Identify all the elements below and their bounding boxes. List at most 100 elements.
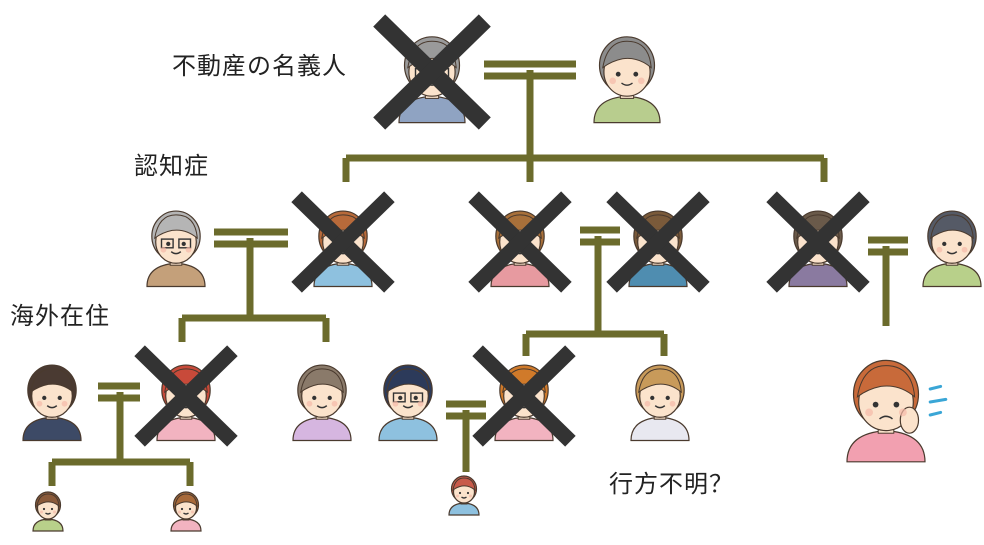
deceased-cross-child2-spouse (606, 191, 710, 293)
mouth (170, 251, 182, 255)
bangs (30, 368, 74, 394)
eye (942, 241, 947, 247)
cheek (669, 400, 676, 407)
glasses-lens (178, 238, 192, 249)
cheek (609, 77, 616, 85)
deceased-cross-grandchild1 (134, 345, 238, 447)
cheek (306, 400, 313, 407)
cross-stroke (468, 191, 572, 293)
cheek (36, 400, 43, 407)
bangs (386, 368, 430, 394)
eye (466, 491, 470, 495)
torso (922, 262, 982, 288)
label-property-owner: 不動産の名義人 (172, 52, 347, 80)
bangs (452, 477, 476, 492)
cheek (456, 494, 459, 498)
cheek (53, 510, 56, 514)
cheek (638, 77, 645, 85)
eye (872, 401, 879, 408)
eye (615, 71, 621, 77)
person-grandchild1-spouse (22, 364, 82, 442)
mouth (946, 251, 958, 255)
deceased-cross-child1 (291, 191, 395, 293)
glasses-lens (410, 392, 424, 403)
cross-stroke (134, 345, 238, 447)
deceased-crosses (134, 14, 870, 447)
bangs (602, 40, 652, 69)
cheek (469, 494, 472, 498)
bangs (856, 365, 916, 398)
label-overseas-resident: 海外在住 (10, 302, 110, 330)
connector-lines (48, 60, 908, 486)
cheek (191, 510, 194, 514)
torso (170, 518, 202, 532)
cheek (865, 408, 873, 417)
eye (181, 241, 186, 247)
cheek (961, 246, 968, 253)
cheek (178, 510, 181, 514)
sweat-mark (928, 384, 943, 391)
person-child1-spouse (146, 210, 206, 288)
eye (413, 395, 418, 401)
eye (957, 241, 962, 247)
torso (32, 518, 64, 532)
glasses-lens (160, 238, 174, 249)
torso (378, 416, 438, 442)
torso (292, 416, 352, 442)
eye (42, 395, 47, 401)
people-group (22, 36, 982, 532)
glasses-lens (392, 392, 406, 403)
mouth (316, 405, 328, 409)
bangs (154, 214, 198, 240)
label-dementia: 認知症 (134, 152, 209, 180)
cheek (392, 400, 399, 407)
person-grandmother (593, 36, 661, 124)
bangs (638, 368, 682, 394)
eye (665, 395, 670, 401)
eye (180, 507, 184, 511)
mouth (879, 415, 893, 420)
mouth (461, 496, 467, 499)
cheek (644, 400, 651, 407)
cross-stroke (766, 191, 870, 293)
eye (633, 71, 639, 77)
cheek (160, 246, 167, 253)
label-missing-person: 行方不明？ (609, 470, 734, 498)
cheek (331, 400, 338, 407)
person-great-grandchild1 (32, 491, 64, 532)
sweat-mark (928, 410, 943, 417)
torso (630, 416, 690, 442)
eye (458, 491, 462, 495)
mouth (183, 512, 189, 515)
eye (42, 507, 46, 511)
person-grandchild2 (292, 364, 352, 442)
mouth (402, 405, 414, 409)
deceased-cross-grandchild3 (472, 345, 576, 447)
cheek (417, 400, 424, 407)
torso (146, 262, 206, 288)
person-great-grandchild3 (448, 475, 480, 516)
cheek (61, 400, 68, 407)
cheek (185, 246, 192, 253)
deceased-cross-grandfather (373, 14, 491, 130)
torso (22, 416, 82, 442)
torso (448, 502, 480, 516)
cheek (899, 408, 907, 417)
person-grandchild3-spouse (378, 364, 438, 442)
bangs (930, 214, 974, 240)
mouth (46, 405, 58, 409)
bangs (36, 493, 60, 508)
eye (166, 241, 171, 247)
eye (398, 395, 403, 401)
eye (57, 395, 62, 401)
sweat-mark (928, 397, 948, 404)
cross-stroke (606, 191, 710, 293)
eye (327, 395, 332, 401)
mouth (654, 405, 666, 409)
mouth (621, 82, 633, 86)
eye (650, 395, 655, 401)
person-great-grandchild2 (170, 491, 202, 532)
torso (593, 95, 661, 124)
cheek (40, 510, 43, 514)
